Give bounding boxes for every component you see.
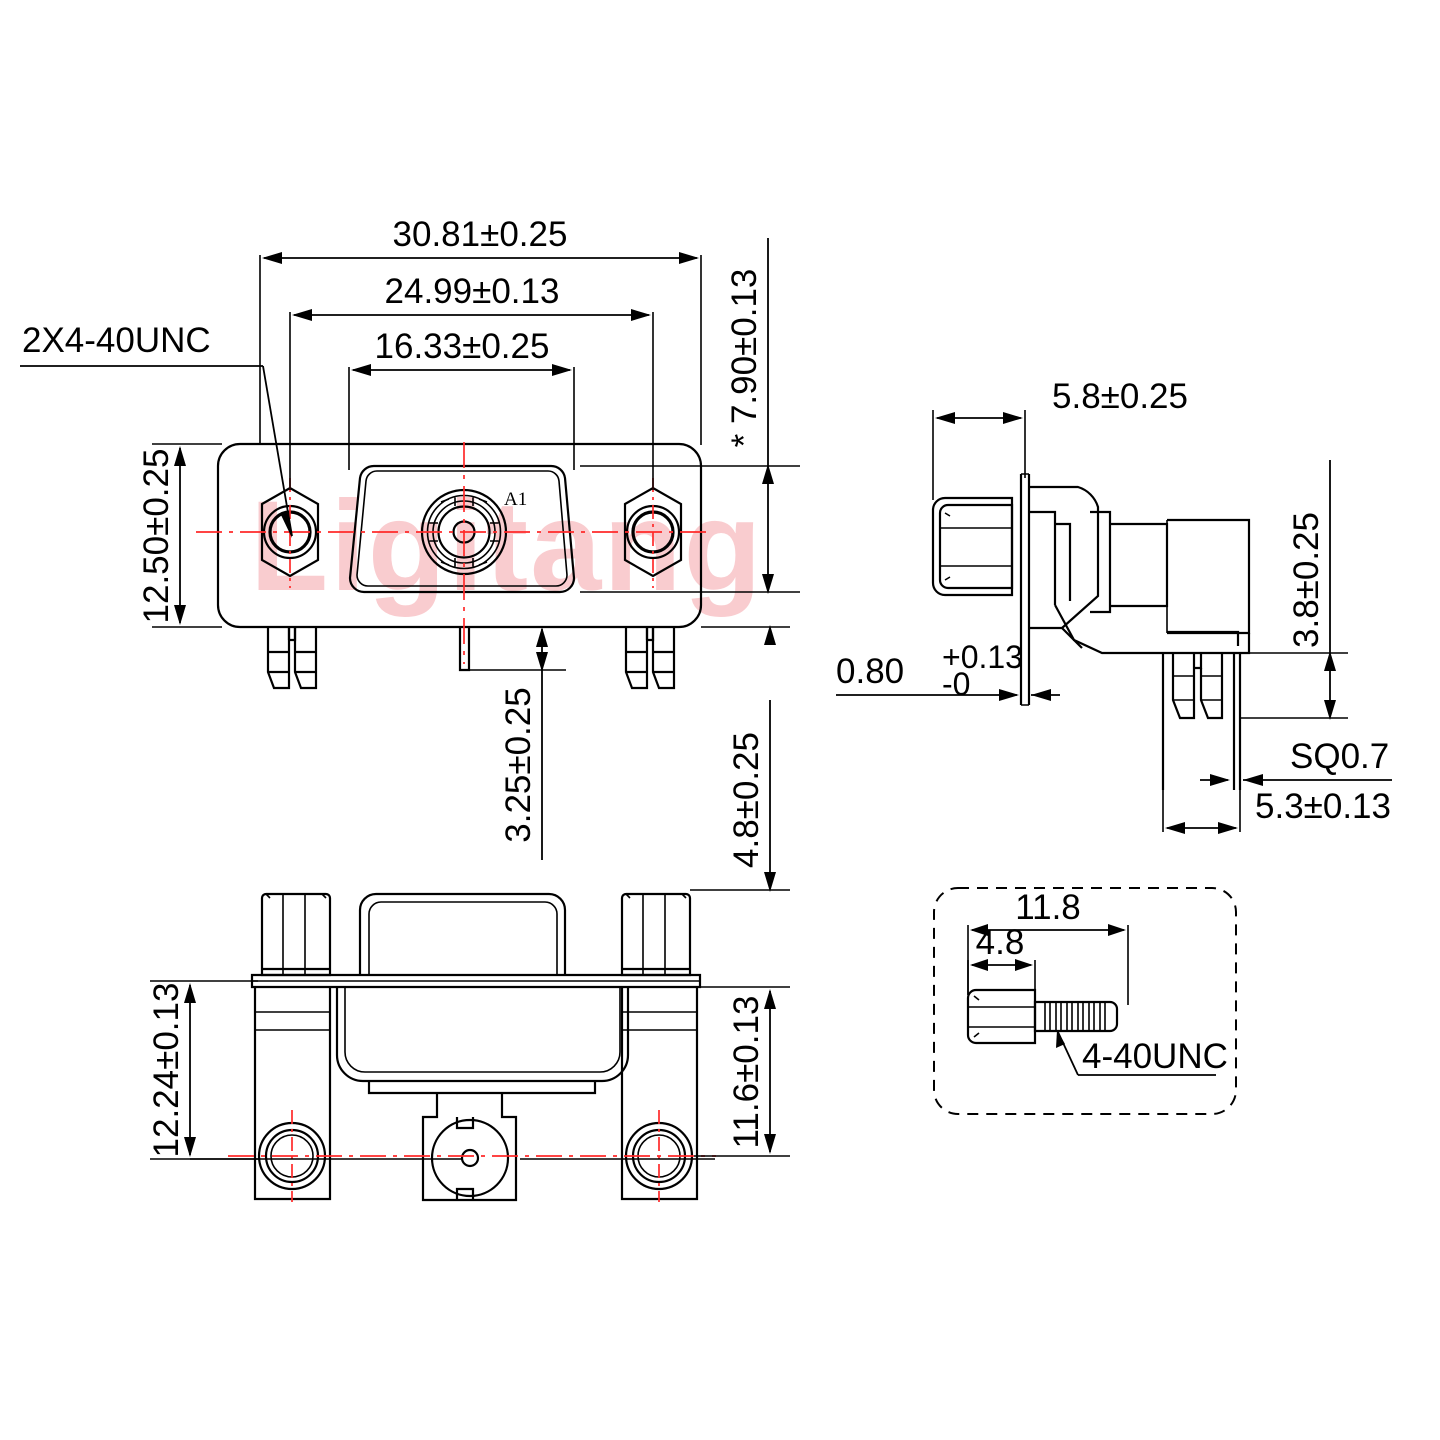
dim-hole-pitch: 24.99±0.13 — [289, 272, 654, 490]
watermark: Ligitang — [250, 475, 764, 618]
front-pin-label-a1: A1 — [504, 489, 527, 510]
dim-body-depth: 5.8±0.25 — [932, 377, 1188, 500]
side-shell-body — [1029, 485, 1100, 630]
jackscrew-hex-head — [966, 988, 1037, 1045]
dim-board-standoff: 4.8±0.25 — [690, 625, 790, 892]
dim-flange-height-text: 12.50±0.25 — [137, 449, 176, 624]
bottom-shell-outline — [358, 892, 567, 975]
callout-2x4-40unc-text: 2X4-40UNC — [22, 321, 211, 360]
dim-screw-total-length-text: 11.8 — [1015, 888, 1081, 927]
bottom-right-hexnut — [620, 892, 692, 977]
callout-4-40unc: 4-40UNC — [1056, 1030, 1228, 1076]
dim-shell-width-text: 16.33±0.25 — [375, 327, 550, 366]
dim-board-standoff-text: 4.8±0.25 — [727, 732, 766, 868]
front-view: A1 — [20, 215, 800, 892]
dim-pin-spacing: 5.3±0.13 — [1162, 740, 1391, 834]
dim-panel-thickness-text: 0.80 — [836, 652, 904, 691]
dim-overall-width-text: 30.81±0.25 — [393, 215, 568, 254]
front-right-boardlock — [624, 627, 676, 690]
front-dshell-inner — [356, 470, 568, 587]
dim-flange-height: 12.50±0.25 — [137, 443, 222, 628]
dim-pin-spacing-text: 5.3±0.13 — [1255, 787, 1391, 826]
side-hexnut — [938, 503, 1014, 590]
callout-2x4-40unc: 2X4-40UNC — [20, 321, 293, 538]
dim-screw-length-overall-text: 12.24±0.13 — [147, 983, 186, 1158]
bottom-view: 12.24±0.13 11.6±0.13 — [147, 892, 790, 1202]
bottom-dshell-body — [335, 987, 630, 1083]
dim-panel-thickness: 0.80 +0.13 -0 — [836, 639, 1060, 702]
dim-panel-thickness-tolplus: +0.13 — [942, 639, 1023, 675]
side-boardlock — [1171, 653, 1224, 720]
dim-screw-length-overall: 12.24±0.13 — [147, 980, 258, 1160]
callout-4-40unc-text: 4-40UNC — [1082, 1037, 1228, 1076]
dim-pin-section-text: SQ0.7 — [1290, 737, 1389, 776]
dim-screw-head-length: 4.8 — [967, 923, 1036, 995]
dim-pin-section: SQ0.7 — [1200, 737, 1392, 786]
dim-screw-body-length: 11.6±0.13 — [694, 986, 790, 1157]
dim-pin-protrusion-text: 3.25±0.25 — [499, 687, 538, 842]
dim-overall-width: 30.81±0.25 — [259, 215, 702, 445]
dim-shell-width: 16.33±0.25 — [348, 327, 575, 470]
bottom-center-coax — [421, 1093, 518, 1202]
watermark-text: Ligitang — [250, 475, 764, 618]
jackscrew-thread — [1033, 1000, 1119, 1033]
front-center-pin — [458, 627, 471, 672]
jackscrew-detail: 4-40UNC 11.8 4.8 — [933, 887, 1237, 1115]
side-bracket — [1054, 604, 1251, 655]
bottom-left-hexnut — [260, 892, 332, 977]
dim-body-depth-text: 5.8±0.25 — [1052, 377, 1188, 416]
dim-pin-protrusion: 3.25±0.25 — [469, 626, 566, 860]
front-flange-outline — [216, 442, 703, 629]
dim-shell-height-text: * 7.90±0.13 — [725, 269, 764, 448]
front-left-boardlock — [266, 627, 318, 690]
dim-screw-body-length-text: 11.6±0.13 — [727, 996, 766, 1149]
dim-hole-pitch-text: 24.99±0.13 — [385, 272, 560, 311]
dim-screw-head-length-text: 4.8 — [976, 923, 1025, 962]
dim-shell-height: * 7.90±0.13 — [580, 238, 800, 594]
front-dshell-outer — [348, 464, 576, 594]
side-view: 5.8±0.25 0.80 +0.13 -0 3.8±0.25 — [836, 377, 1392, 834]
dim-panel-thickness-tolminus: -0 — [942, 666, 970, 702]
dim-pin-height: 3.8±0.25 — [1240, 460, 1348, 720]
dim-pin-height-text: 3.8±0.25 — [1287, 512, 1326, 648]
